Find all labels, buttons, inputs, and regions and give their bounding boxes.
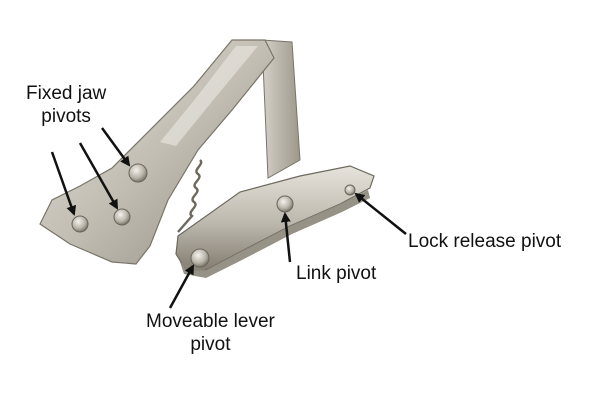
- moveable-lever-flange: [180, 190, 370, 278]
- arrow-fixed-jaw-top: [100, 127, 131, 167]
- fixed-jaw-pivots-label: Fixed jaw pivots: [26, 82, 106, 128]
- moveable-lever-rivet: [190, 248, 210, 268]
- arrow-fixed-jaw-mid: [78, 142, 119, 210]
- arrow-moveable-lever: [168, 264, 195, 309]
- callout-arrows: [50, 127, 407, 309]
- arrow-fixed-jaw-left: [50, 151, 77, 216]
- lock-release-pivot-label: Lock release pivot: [408, 231, 562, 252]
- spring: [177, 159, 203, 233]
- fixed-jaw-rivet-left: [71, 215, 89, 233]
- fixed-jaw-highlight: [160, 46, 258, 146]
- arrow-lock-release: [354, 192, 407, 235]
- fixed-jaw-label-line2: pivots: [41, 106, 91, 127]
- fixed-jaw-rivet-top: [128, 163, 148, 183]
- moveable-lever-pivot-label: Moveable lever pivot: [146, 310, 275, 356]
- link-rivet: [276, 195, 294, 213]
- lock-release-rivet: [344, 184, 356, 196]
- moveable-lever-label-line2: pivot: [190, 334, 231, 355]
- fixed-jaw-label-line1: Fixed jaw: [26, 83, 107, 104]
- link-pivot-label: Link pivot: [296, 263, 377, 284]
- fixed-jaw-rivet-mid: [113, 208, 131, 226]
- arrow-link-pivot: [280, 212, 292, 263]
- moveable-lever-label-line1: Moveable lever: [146, 311, 275, 332]
- link-bar: [261, 39, 301, 179]
